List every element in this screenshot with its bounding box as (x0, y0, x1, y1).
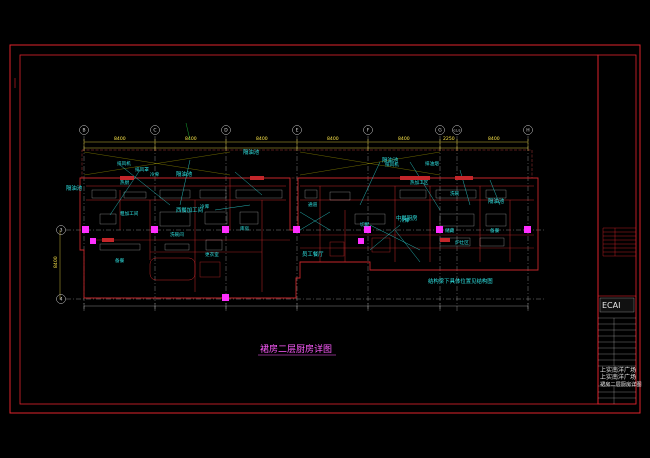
label-grease-trap-2: 隔油池 (243, 148, 260, 156)
svg-text:备餐: 备餐 (115, 257, 125, 264)
label-chinese-kitchen: 中餐厨房 (396, 214, 418, 222)
grid-bubbles: B C D E F G G1/2 H 3 4 (56, 125, 533, 304)
grid-bubble-F: F (363, 125, 373, 135)
svg-text:G: G (438, 128, 442, 134)
outer-frame (9, 44, 641, 414)
svg-text:冷库: 冷库 (200, 203, 210, 210)
grid-bubble-D: D (221, 125, 231, 135)
dimension-texts: 8400 8400 8400 8400 8400 2250 8400 8400 (53, 136, 500, 268)
room-labels: 隔油池 隔油池 隔油池 隔油池 隔油池 西餐加工间 中餐厨房 员工餐厅 结构梁下… (66, 148, 505, 285)
dimension-lines (59, 139, 529, 299)
svg-text:H: H (526, 128, 529, 134)
svg-text:E: E (296, 128, 299, 134)
svg-text:排油烟: 排油烟 (425, 160, 439, 167)
svg-text:排风机: 排风机 (385, 161, 399, 168)
svg-text:F: F (367, 128, 370, 134)
svg-text:备餐: 备餐 (490, 227, 500, 234)
label-grease-trap-4: 隔油池 (382, 156, 399, 164)
grid-lines (66, 136, 545, 312)
svg-text:洗碗: 洗碗 (450, 190, 460, 197)
svg-text:通道: 通道 (308, 201, 318, 208)
drawing-title: 裙房二层厨房详图 (260, 343, 332, 355)
sheet-right-border (597, 54, 637, 405)
svg-text:B: B (82, 128, 85, 134)
title-block-project-name-2: 上实南洋广场 (600, 373, 636, 381)
label-grease-trap-1: 隔油池 (176, 170, 193, 178)
svg-text:炉灶区: 炉灶区 (455, 239, 469, 246)
dim-span-5: 8400 (398, 136, 410, 142)
annotation-leaders (109, 122, 501, 263)
label-grease-trap-3: 隔油池 (66, 184, 83, 192)
dim-span-3: 8400 (256, 136, 268, 142)
svg-text:G1/2: G1/2 (453, 128, 460, 132)
dim-side: 8400 (53, 256, 59, 268)
grid-bubble-B: B (79, 125, 89, 135)
svg-text:冷荤: 冷荤 (150, 171, 160, 178)
grid-bubble-G: G (435, 125, 445, 135)
dim-span-6: 2250 (443, 136, 455, 142)
grid-bubble-C: C (150, 125, 160, 135)
svg-text:洗碗间: 洗碗间 (170, 231, 184, 238)
svg-text:3: 3 (60, 228, 63, 234)
cyan-notes: 排风机 排风罩 热厨 冷荤 粗加工间 冷库 库房 洗碗间 备餐 更衣室 排风机 … (115, 160, 500, 264)
dim-span-2: 8400 (185, 136, 197, 142)
dim-span-7: 8400 (488, 136, 500, 142)
label-grease-trap-5: 隔油池 (488, 197, 505, 205)
revision-table (602, 227, 636, 257)
svg-text:4: 4 (60, 297, 63, 303)
svg-text:热加工区: 热加工区 (410, 179, 429, 186)
svg-text:更衣室: 更衣室 (205, 251, 219, 258)
title-block-sheet-title: 裙房二层厨房详图 (600, 380, 642, 388)
svg-text:C: C (153, 128, 156, 134)
svg-text:切配: 切配 (360, 221, 370, 228)
dim-span-4: 8400 (327, 136, 339, 142)
svg-text:排风罩: 排风罩 (135, 166, 149, 173)
dim-span-1: 8400 (114, 136, 126, 142)
column-markers (82, 226, 531, 301)
svg-text:粗加工间: 粗加工间 (120, 210, 139, 217)
grid-bubble-G-half: G1/2 (452, 125, 462, 135)
svg-text:排风机: 排风机 (117, 160, 131, 167)
svg-text:D: D (224, 128, 228, 134)
upper-zone (81, 149, 533, 179)
label-structure-note: 结构梁下具体位置见结构图 (428, 277, 493, 285)
red-blocks (102, 176, 473, 242)
grid-bubble-3: 3 (56, 225, 66, 235)
grid-bubble-H: H (523, 125, 533, 135)
grid-bubble-4: 4 (56, 294, 66, 304)
title-block: ECAI 上实南洋广场 上实南洋广场 裙房二层厨房详图 (597, 295, 642, 405)
title-block-project-name-1: 上实南洋广场 (600, 366, 636, 374)
svg-text:储藏: 储藏 (445, 227, 455, 234)
grid-bubble-E: E (292, 125, 302, 135)
svg-text:ECAI: ECAI (602, 301, 620, 310)
bottom-dimensions (83, 303, 529, 309)
label-western-prep: 西餐加工间 (176, 206, 203, 214)
svg-text:热厨: 热厨 (120, 179, 130, 186)
label-staff-canteen: 员工餐厅 (302, 250, 324, 258)
svg-text:冷库: 冷库 (400, 217, 410, 224)
svg-text:库房: 库房 (240, 225, 250, 232)
